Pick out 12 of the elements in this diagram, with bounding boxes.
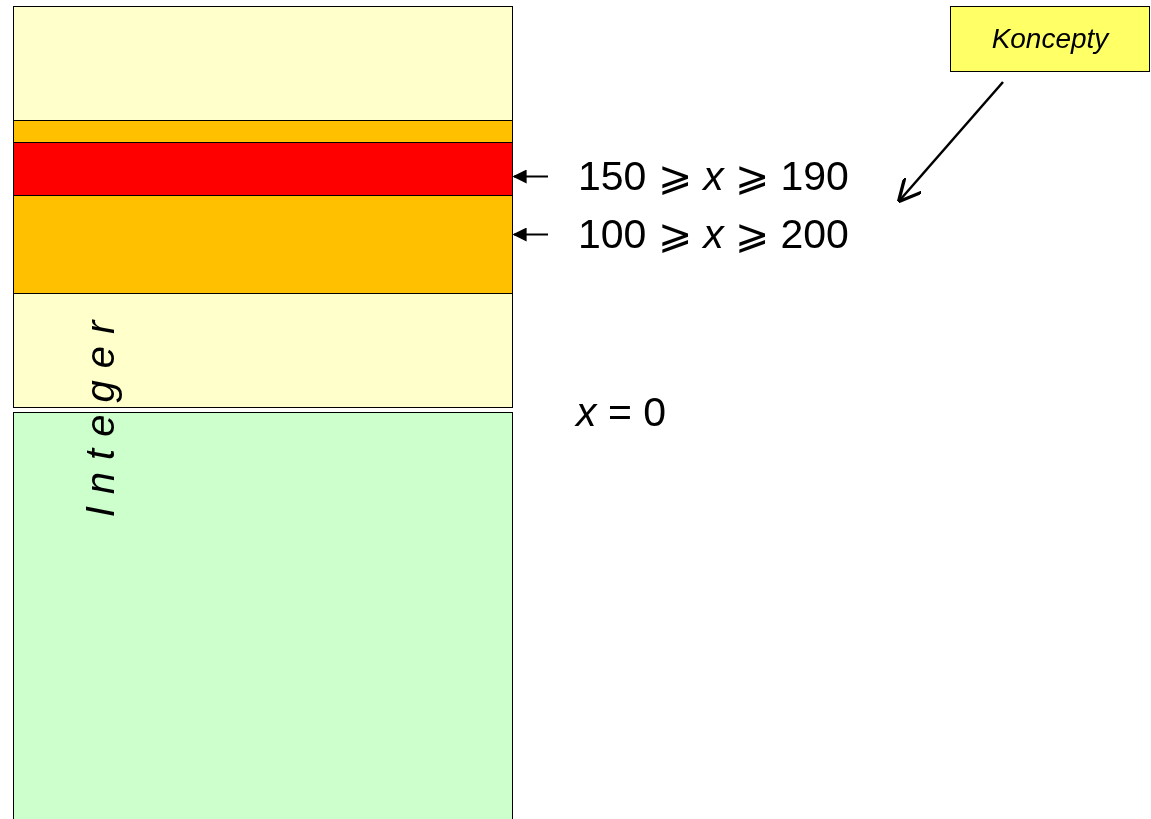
vertical-label: Integer: [79, 308, 120, 518]
range-label: 150 ⩾ x ⩾ 190: [578, 156, 878, 197]
band: [13, 120, 513, 143]
arrow: [896, 81, 1004, 204]
band: [13, 6, 513, 121]
arrow: [512, 227, 549, 242]
band: [13, 142, 513, 196]
callout-box: Koncepty: [950, 6, 1150, 72]
band: [13, 195, 513, 294]
arrow: [512, 169, 549, 184]
range-label: 100 ⩾ x ⩾ 200: [578, 214, 878, 255]
value-label: x = 0: [576, 392, 686, 433]
